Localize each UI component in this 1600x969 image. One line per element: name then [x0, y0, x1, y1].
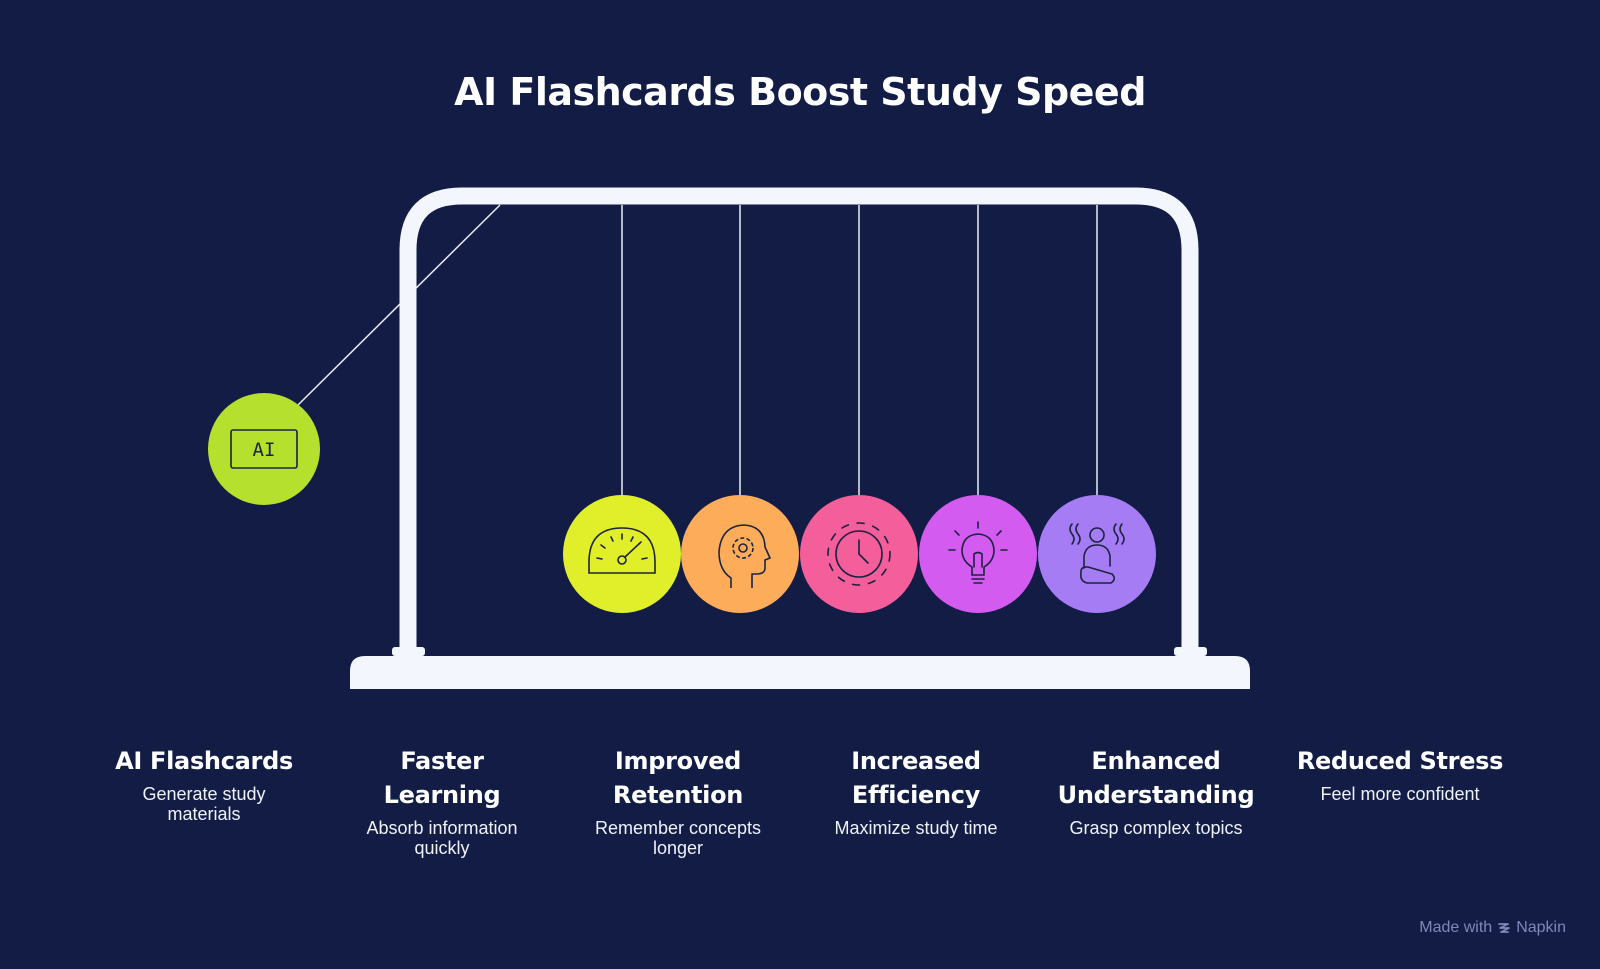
clock-icon: [827, 522, 891, 586]
ai-chip-icon: AI: [230, 429, 298, 469]
step-description: Grasp complex topics: [1069, 818, 1243, 838]
ball-increased-efficiency: [800, 495, 918, 613]
ball-reduced-stress: [1038, 495, 1156, 613]
step-description: Maximize study time: [834, 818, 998, 838]
cradle-base: [350, 656, 1250, 689]
string-ai: [297, 204, 501, 406]
step-title: Improved Retention: [612, 747, 744, 809]
frame-foot-left: [392, 647, 425, 656]
head-gear-icon: [718, 524, 771, 588]
napkin-credit[interactable]: Made with Napkin: [1419, 919, 1566, 937]
step-improved-retention: Improved Retention Remember concepts lon…: [563, 744, 793, 858]
step-title: Reduced Stress: [1296, 747, 1504, 775]
ai-chip-text: AI: [253, 439, 276, 461]
step-faster-learning: Faster Learning Absorb information quick…: [327, 744, 557, 858]
step-increased-efficiency: Increased Efficiency Maximize study time: [801, 744, 1031, 838]
step-title: Increased Efficiency: [851, 747, 981, 809]
step-title: AI Flashcards: [115, 747, 293, 775]
ball-improved-retention: [681, 495, 799, 613]
step-description: Absorb information quickly: [366, 818, 518, 858]
credit-brand: Napkin: [1516, 919, 1566, 936]
ball-ai-flashcards: AI: [208, 393, 320, 505]
speedometer-icon: [588, 527, 656, 574]
diagram-title: AI Flashcards Boost Study Speed: [454, 70, 1146, 114]
step-reduced-stress: Reduced Stress Feel more confident: [1280, 744, 1520, 804]
cradle-frame: [399, 187, 1199, 650]
step-title: Faster Learning: [383, 747, 501, 809]
credit-prefix: Made with: [1419, 919, 1493, 936]
step-enhanced-understanding: Enhanced Understanding Grasp complex top…: [1041, 744, 1271, 838]
ball-faster-learning: [563, 495, 681, 613]
meditating-person-icon: [1069, 523, 1125, 584]
napkin-logo-icon: [1498, 923, 1511, 933]
step-title: Enhanced Understanding: [1057, 747, 1255, 809]
step-ai-flashcards: AI Flashcards Generate study materials: [89, 744, 319, 824]
frame-foot-right: [1174, 647, 1207, 656]
step-description: Feel more confident: [1320, 784, 1480, 804]
step-description: Generate study materials: [142, 784, 266, 824]
ball-enhanced-understanding: [919, 495, 1037, 613]
lightbulb-icon: [948, 521, 1008, 584]
step-description: Remember concepts longer: [594, 818, 762, 858]
